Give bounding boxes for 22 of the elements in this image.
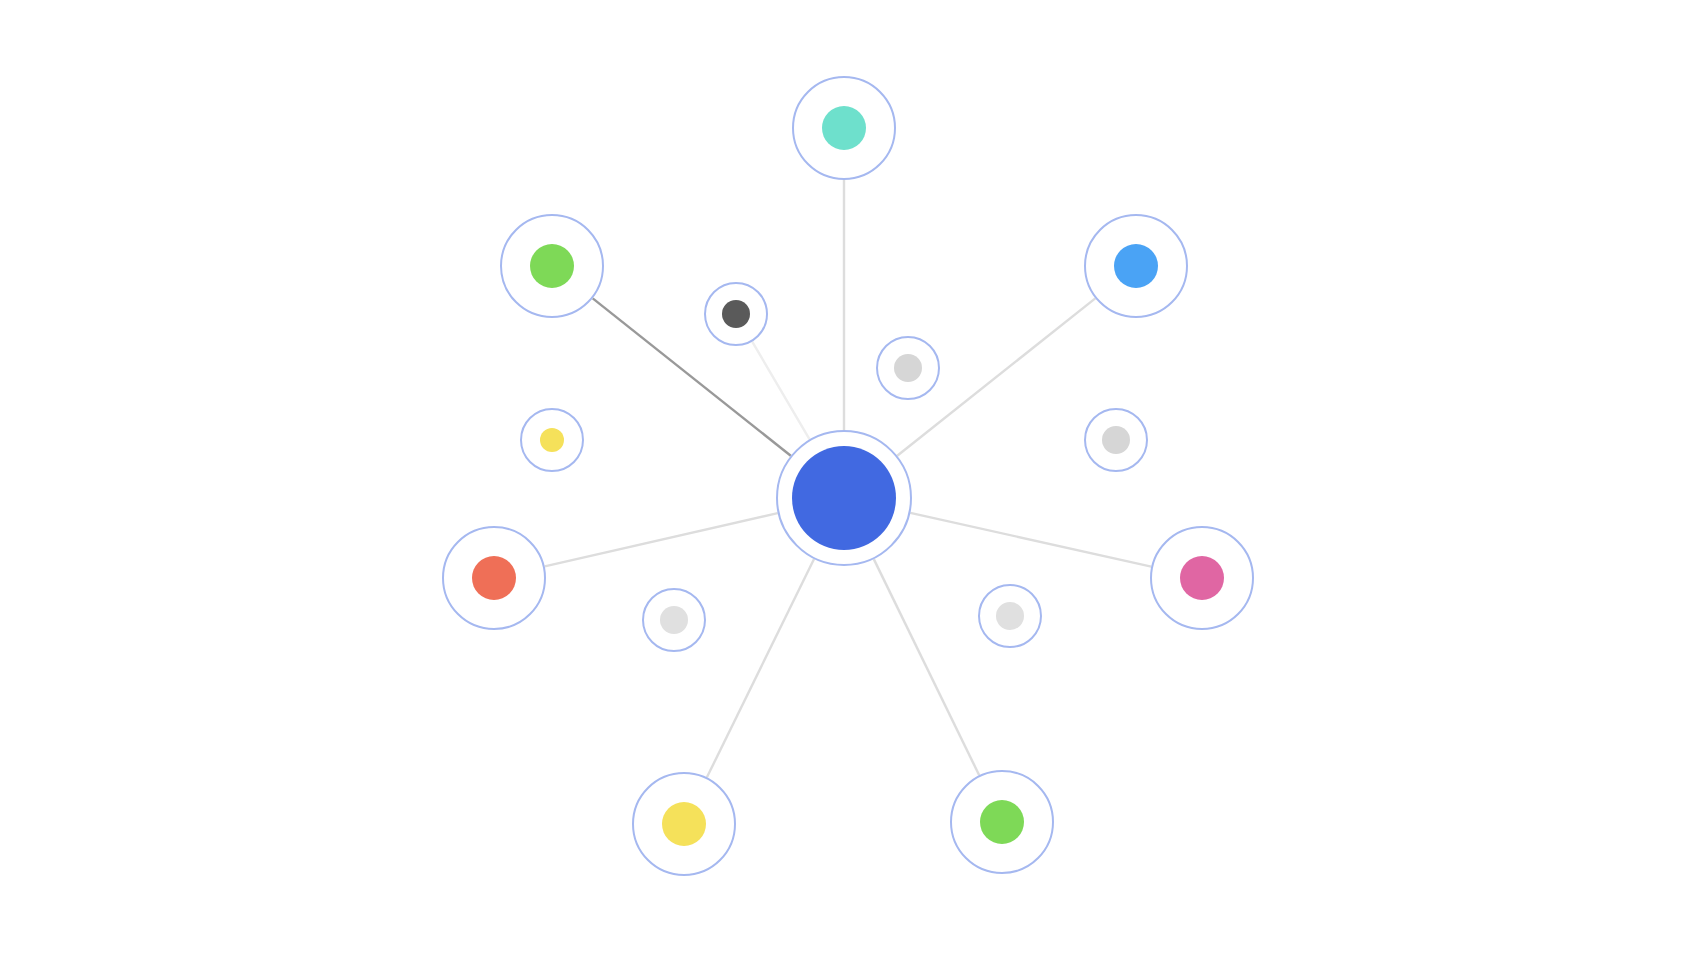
- node-ring: [792, 76, 896, 180]
- node-ring: [520, 408, 584, 472]
- connector-line: [910, 511, 1152, 568]
- node-ring: [1084, 214, 1188, 318]
- connector-line: [591, 297, 792, 457]
- node-ring: [704, 282, 768, 346]
- node-ring: [1150, 526, 1254, 630]
- node-ring: [876, 336, 940, 400]
- connector-line: [872, 558, 981, 776]
- node-ring: [776, 430, 912, 566]
- node-ring: [442, 526, 546, 630]
- connector-line: [705, 558, 816, 778]
- node-ring: [642, 588, 706, 652]
- connector-line: [544, 512, 778, 568]
- node-ring: [1084, 408, 1148, 472]
- node-ring: [500, 214, 604, 318]
- node-ring: [950, 770, 1054, 874]
- connector-line: [751, 341, 811, 440]
- connector-line: [842, 180, 846, 430]
- connector-line: [896, 297, 1097, 457]
- node-ring: [978, 584, 1042, 648]
- node-ring: [632, 772, 736, 876]
